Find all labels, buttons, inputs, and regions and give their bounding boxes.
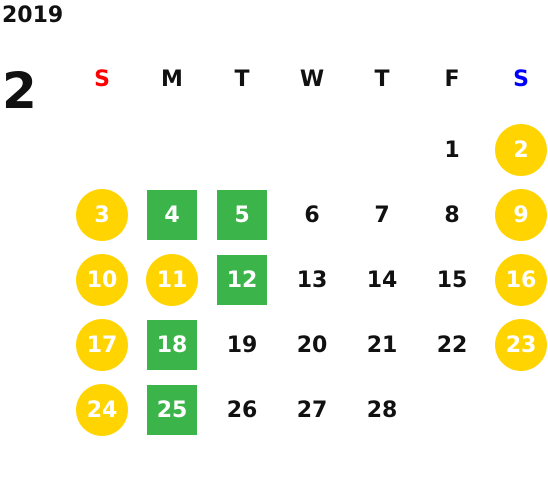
day-cell: 2 <box>495 124 547 176</box>
day-cell: 28 <box>366 397 398 423</box>
weekday-label: T <box>234 67 250 92</box>
day-cell: 6 <box>304 202 320 228</box>
day-cell: 10 <box>76 254 128 306</box>
day-cell: 27 <box>296 397 328 423</box>
day-cell: 21 <box>366 332 398 358</box>
day-cell: 20 <box>296 332 328 358</box>
day-cell: 24 <box>76 384 128 436</box>
day-cell: 3 <box>76 189 128 241</box>
day-cell: 16 <box>495 254 547 306</box>
day-cell: 12 <box>217 255 267 305</box>
day-cell: 25 <box>147 385 197 435</box>
day-cell: 18 <box>147 320 197 370</box>
day-cell: 11 <box>146 254 198 306</box>
day-cell: 15 <box>436 267 468 293</box>
day-cell: 14 <box>366 267 398 293</box>
weekday-label: M <box>161 67 183 92</box>
weekday-label: S <box>513 67 529 92</box>
weekday-label: F <box>444 67 460 92</box>
day-cell: 7 <box>374 202 390 228</box>
day-cell: 8 <box>444 202 460 228</box>
weekday-label: W <box>299 67 325 92</box>
month-number: 2 <box>2 62 37 120</box>
day-cell: 26 <box>226 397 258 423</box>
day-cell: 9 <box>495 189 547 241</box>
day-cell: 22 <box>436 332 468 358</box>
day-cell: 19 <box>226 332 258 358</box>
day-cell: 1 <box>444 137 460 163</box>
day-cell: 17 <box>76 319 128 371</box>
day-cell: 13 <box>296 267 328 293</box>
day-cell: 4 <box>147 190 197 240</box>
weekday-label: T <box>374 67 390 92</box>
day-cell: 5 <box>217 190 267 240</box>
day-cell: 23 <box>495 319 547 371</box>
year-label: 2019 <box>2 3 64 28</box>
weekday-label: S <box>94 67 110 92</box>
